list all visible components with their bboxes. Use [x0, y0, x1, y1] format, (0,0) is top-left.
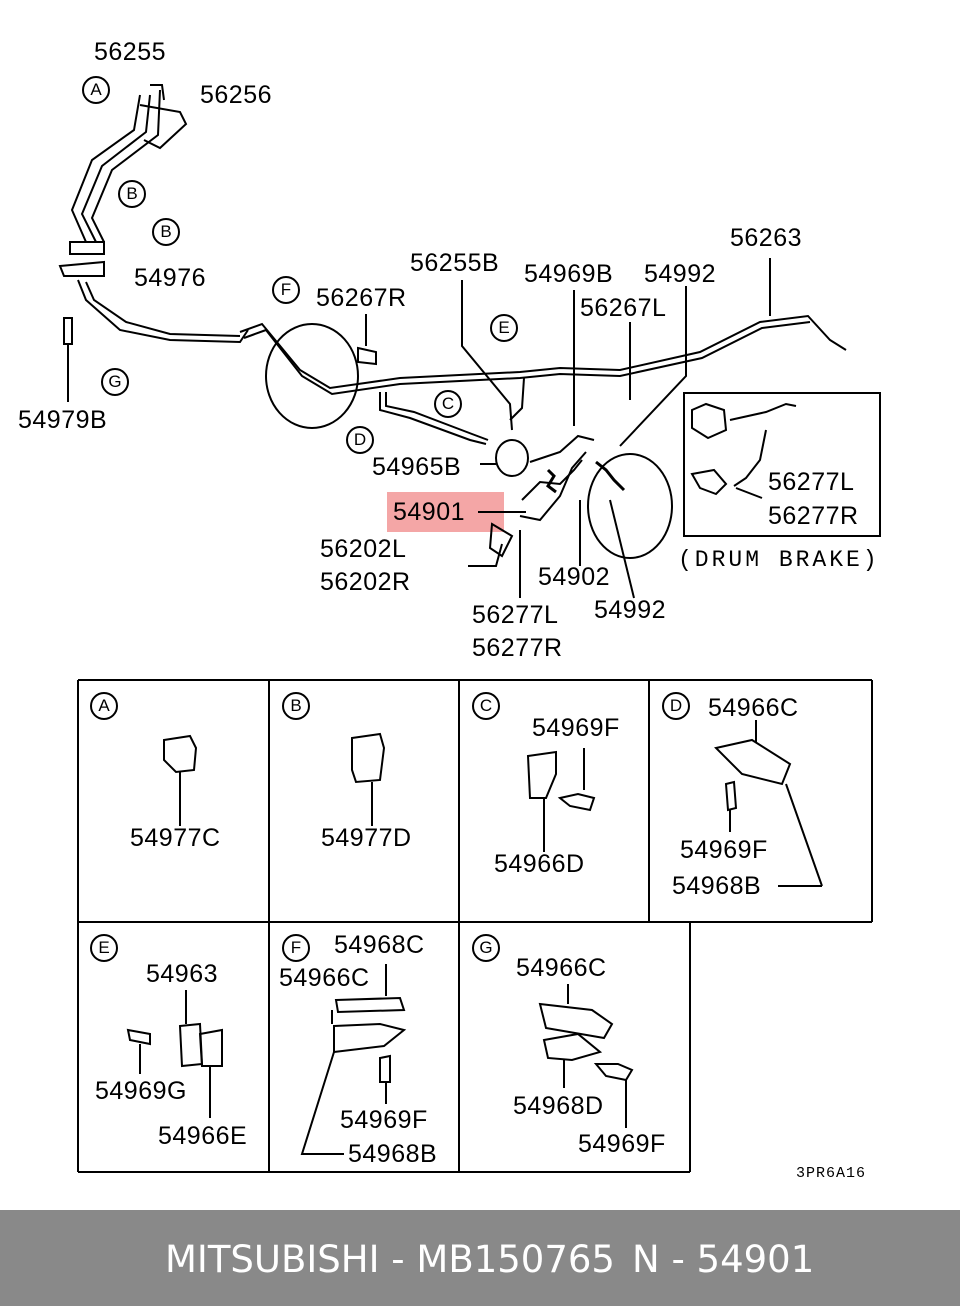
- callout-c[interactable]: C: [434, 390, 462, 418]
- panel-g-letter: G: [472, 934, 500, 962]
- part-label-54979B[interactable]: 54979B: [18, 406, 108, 434]
- part-label-56255[interactable]: 56255: [94, 38, 167, 66]
- callout-g[interactable]: G: [101, 368, 129, 396]
- part-label-56267L[interactable]: 56267L: [580, 294, 667, 322]
- part-label-56277R-drum[interactable]: 56277R: [768, 502, 859, 530]
- panel-a-letter: A: [90, 692, 118, 720]
- panel-f-part-54968B[interactable]: 54968B: [348, 1140, 438, 1168]
- part-label-56202L[interactable]: 56202L: [320, 535, 407, 563]
- panel-f-part-54966C[interactable]: 54966C: [279, 964, 370, 992]
- part-label-54992-bottom[interactable]: 54992: [594, 596, 667, 624]
- callout-b-upper[interactable]: B: [118, 180, 146, 208]
- part-label-54969B[interactable]: 54969B: [524, 260, 614, 288]
- panel-d-letter: D: [662, 692, 690, 720]
- drawing-code: 3PR6A16: [796, 1165, 867, 1182]
- footer-brand-part: MITSUBISHI - MB150765: [165, 1238, 615, 1281]
- callout-b-lower[interactable]: B: [152, 218, 180, 246]
- panel-g-part-54968D[interactable]: 54968D: [513, 1092, 604, 1120]
- panel-b-letter: B: [282, 692, 310, 720]
- panel-e-part-54969G[interactable]: 54969G: [95, 1077, 187, 1105]
- callout-d[interactable]: D: [346, 426, 374, 454]
- panel-e-part-54966E[interactable]: 54966E: [158, 1122, 248, 1150]
- panel-d-part-54968B[interactable]: 54968B: [672, 872, 762, 900]
- part-label-56267R[interactable]: 56267R: [316, 284, 407, 312]
- callout-f[interactable]: F: [272, 276, 300, 304]
- part-label-56277R[interactable]: 56277R: [472, 634, 563, 662]
- part-label-56277L-drum[interactable]: 56277L: [768, 468, 855, 496]
- part-label-56256[interactable]: 56256: [200, 81, 273, 109]
- panel-f-part-54969F[interactable]: 54969F: [340, 1106, 428, 1134]
- panel-b-part-54977D[interactable]: 54977D: [321, 824, 412, 852]
- diagram-lines: [58, 84, 881, 1173]
- panel-g-part-54966C[interactable]: 54966C: [516, 954, 607, 982]
- panel-d-part-54969F[interactable]: 54969F: [680, 836, 768, 864]
- part-label-56263[interactable]: 56263: [730, 224, 803, 252]
- panel-g-part-54969F[interactable]: 54969F: [578, 1130, 666, 1158]
- panel-f-letter: F: [282, 934, 310, 962]
- brake-line-diagram: 56255 56256 54976 54979B 56267R 56255B 5…: [18, 38, 881, 1182]
- panel-a-part-54977C[interactable]: 54977C: [130, 824, 221, 852]
- panel-c-letter: C: [472, 692, 500, 720]
- part-label-54965B[interactable]: 54965B: [372, 453, 462, 481]
- panel-d-part-54966C[interactable]: 54966C: [708, 694, 799, 722]
- part-label-56255B[interactable]: 56255B: [410, 249, 500, 277]
- part-label-54992-top[interactable]: 54992: [644, 260, 717, 288]
- part-label-54902[interactable]: 54902: [538, 563, 611, 591]
- panel-f-part-54968C[interactable]: 54968C: [334, 931, 425, 959]
- part-label-56202R[interactable]: 56202R: [320, 568, 411, 596]
- part-label-54901-highlighted[interactable]: 54901: [393, 498, 466, 526]
- callout-a[interactable]: A: [82, 76, 110, 104]
- callout-e[interactable]: E: [490, 314, 518, 342]
- drum-brake-caption: (DRUM BRAKE): [678, 547, 880, 573]
- panel-c-part-54966D[interactable]: 54966D: [494, 850, 585, 878]
- footer-position: N - 54901: [632, 1238, 815, 1281]
- part-label-56277L[interactable]: 56277L: [472, 601, 559, 629]
- part-label-54976[interactable]: 54976: [134, 264, 207, 292]
- panel-c-part-54969F[interactable]: 54969F: [532, 714, 620, 742]
- footer-bar: MITSUBISHI - MB150765 N - 54901: [0, 1210, 960, 1306]
- panel-e-letter: E: [90, 934, 118, 962]
- panel-e-part-54963[interactable]: 54963: [146, 960, 219, 988]
